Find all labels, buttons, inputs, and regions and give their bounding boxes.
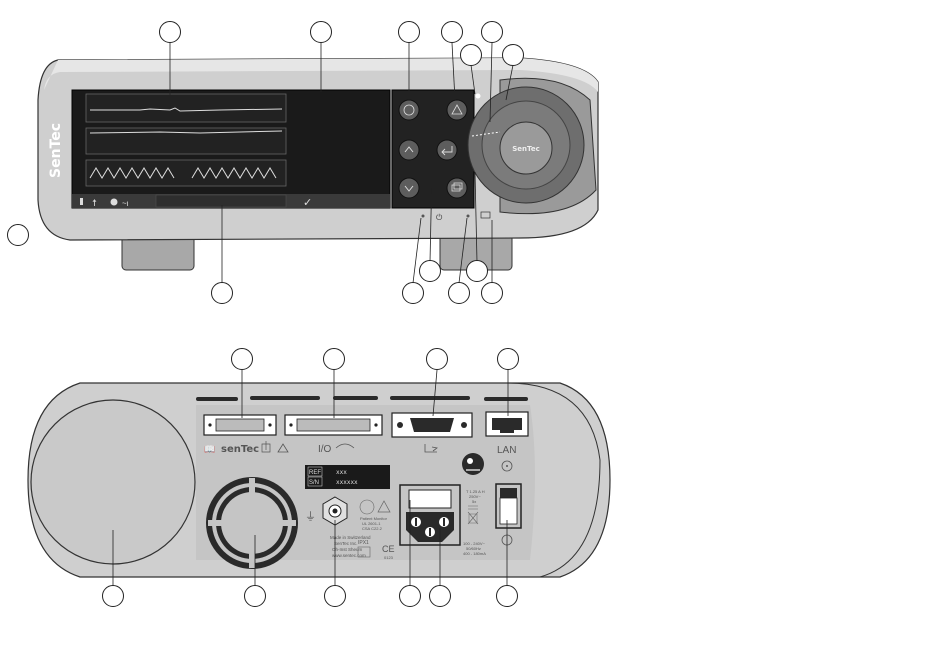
serial-connector[interactable] bbox=[392, 413, 472, 437]
fuse-sub2: 5x bbox=[472, 499, 476, 504]
ref-label: REF bbox=[309, 470, 321, 476]
callout-circle bbox=[325, 586, 346, 607]
callout-circle bbox=[427, 349, 448, 370]
waveform-panel-1 bbox=[86, 94, 286, 122]
callout-circle bbox=[430, 586, 451, 607]
knob-brand: SenTec bbox=[512, 145, 540, 153]
read-manual-icon bbox=[462, 453, 484, 475]
status-bar-middle bbox=[156, 195, 286, 207]
display-button[interactable] bbox=[447, 178, 467, 198]
ground-icon: ⏚ bbox=[305, 510, 316, 523]
manual-icon: 📖 bbox=[204, 444, 215, 454]
callout-circle bbox=[461, 45, 482, 66]
status-dot-icon bbox=[111, 199, 118, 206]
ip-rating: IPX1 bbox=[358, 540, 369, 546]
callout-circle bbox=[467, 261, 488, 282]
alarm-button[interactable] bbox=[447, 100, 467, 120]
callout-circle bbox=[497, 586, 518, 607]
callout-circle bbox=[245, 586, 266, 607]
callout-circle bbox=[420, 261, 441, 282]
io-connector[interactable] bbox=[285, 415, 382, 435]
sn-label: S/N bbox=[309, 480, 319, 486]
callout-circle bbox=[160, 22, 181, 43]
down-button[interactable] bbox=[399, 178, 419, 198]
callout-circle bbox=[503, 45, 524, 66]
up-button[interactable] bbox=[399, 140, 419, 160]
battery-led bbox=[467, 215, 470, 218]
enter-button[interactable] bbox=[437, 140, 457, 160]
sn-value: xxxxxx bbox=[336, 479, 358, 486]
menu-button[interactable] bbox=[399, 100, 419, 120]
lan-label: LAN bbox=[497, 445, 516, 456]
rear-brand: senTec bbox=[221, 444, 259, 455]
sensor-icon: ~ι bbox=[122, 199, 129, 208]
callout-circle bbox=[399, 22, 420, 43]
status-check: ✓ bbox=[303, 197, 312, 209]
rear-view: 📖 senTec I/O LAN REF xxx S/N xxxxxx ⏚ bbox=[28, 383, 610, 577]
ul-line3: CSA C22.2 bbox=[362, 526, 383, 531]
lan-connector[interactable] bbox=[486, 412, 528, 436]
patient-icon: ☨ bbox=[92, 198, 97, 208]
callout-circle bbox=[212, 283, 233, 304]
power-icon: ⏻ bbox=[436, 213, 443, 222]
callout-circle bbox=[8, 225, 29, 246]
callout-circle bbox=[311, 22, 332, 43]
power-line3: 400 - 180mA bbox=[463, 551, 486, 556]
callout-circle bbox=[482, 22, 503, 43]
cooling-fan bbox=[206, 477, 298, 569]
sensor-connector[interactable] bbox=[204, 415, 276, 435]
ce-number: 0123 bbox=[384, 555, 394, 560]
callout-circle bbox=[449, 283, 470, 304]
front-view: SenTec ☨ ~ι ✓ bbox=[38, 58, 598, 270]
ce-mark: CE bbox=[382, 544, 395, 554]
callout-circle bbox=[482, 283, 503, 304]
callout-circle bbox=[498, 349, 519, 370]
ref-sn-plate: REF xxx S/N xxxxxx bbox=[305, 465, 390, 489]
io-label: I/O bbox=[318, 444, 332, 455]
ref-value: xxx bbox=[336, 469, 347, 476]
callout-circle bbox=[103, 586, 124, 607]
alarm-led bbox=[476, 94, 481, 99]
power-led bbox=[422, 215, 425, 218]
callout-circle bbox=[232, 349, 253, 370]
callout-circle bbox=[442, 22, 463, 43]
battery-icon bbox=[80, 198, 83, 205]
callout-circle bbox=[400, 586, 421, 607]
maker-line1: SenTec Inc. bbox=[334, 541, 358, 546]
callout-circle bbox=[324, 349, 345, 370]
callout-circle bbox=[403, 283, 424, 304]
waveform-panel-3 bbox=[86, 160, 286, 186]
front-brand-label: SenTec bbox=[48, 123, 64, 178]
power-switch[interactable] bbox=[496, 484, 521, 528]
